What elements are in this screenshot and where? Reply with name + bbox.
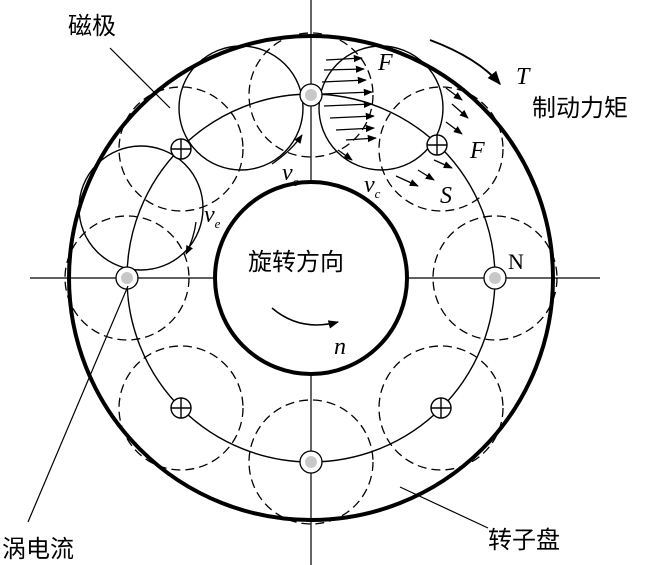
pole-crosses xyxy=(170,134,452,419)
eddy-current-loops xyxy=(78,45,444,271)
eddy-current-label: 涡电流 xyxy=(2,535,74,563)
rotation-arrow xyxy=(271,307,340,329)
dashed-pole-circles xyxy=(64,32,558,525)
vc-arrow-left xyxy=(271,134,303,165)
rotor-disc-leader xyxy=(399,486,489,529)
vc-label-left: vc xyxy=(282,160,299,189)
south-pole-label: S xyxy=(440,183,452,209)
ve-main: v xyxy=(204,202,215,228)
force-label-top: F xyxy=(377,50,393,76)
braking-torque-label: 制动力矩 xyxy=(532,94,628,122)
magnetic-pole-leader xyxy=(109,47,171,109)
vc2-sub: c xyxy=(375,186,381,201)
force-label-right: F xyxy=(469,138,485,164)
rotor-disc-label: 转子盘 xyxy=(488,526,560,554)
eddy-current-leader xyxy=(27,285,129,523)
vc-label-right: vc xyxy=(364,172,381,201)
ve-sub: e xyxy=(215,216,221,231)
vc1-sub: c xyxy=(293,174,299,189)
rotor-disc-outline xyxy=(67,34,555,522)
ve-arrow xyxy=(185,221,197,255)
speed-label: n xyxy=(334,334,346,360)
vc1-main: v xyxy=(282,160,293,186)
torque-arrow xyxy=(429,39,501,86)
force-arrows xyxy=(321,54,469,187)
pole-dots xyxy=(115,83,507,474)
torque-label: T xyxy=(516,64,531,90)
rotor-hub xyxy=(213,180,409,376)
ve-label: ve xyxy=(204,202,221,231)
north-pole-label: N xyxy=(508,249,524,274)
vc2-main: v xyxy=(364,172,375,198)
rotation-direction-label: 旋转方向 xyxy=(248,248,344,276)
magnetic-pole-label: 磁极 xyxy=(68,12,116,40)
